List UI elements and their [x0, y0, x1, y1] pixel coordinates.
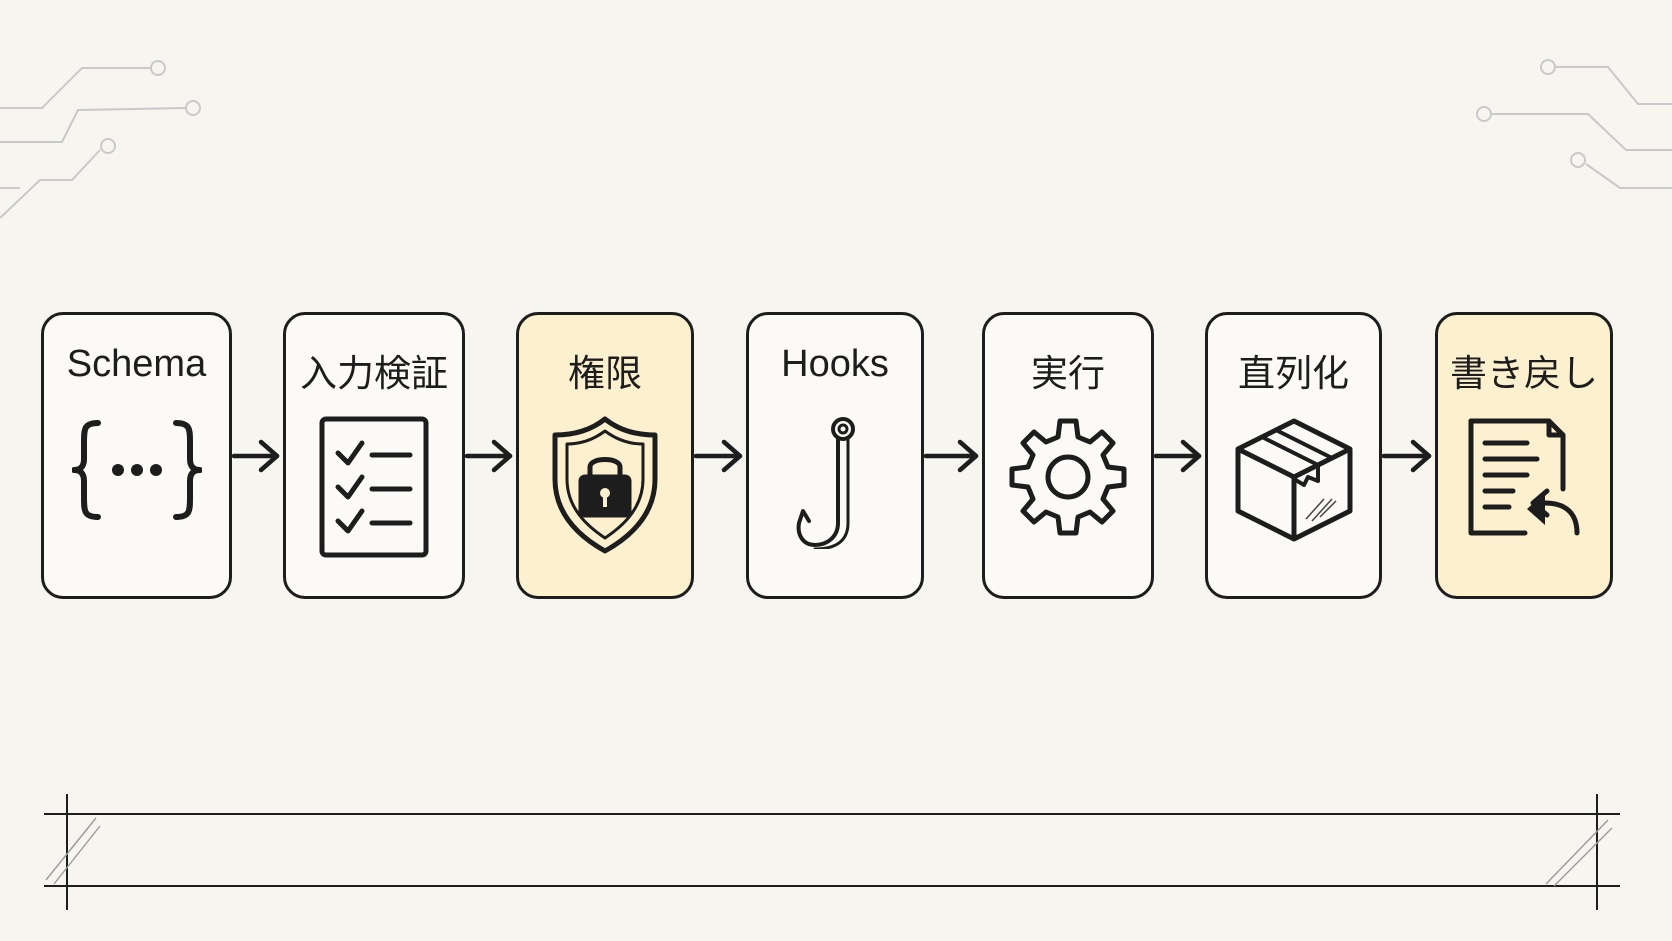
stage-permission: 権限 [516, 312, 694, 599]
flow-arrow [694, 439, 743, 473]
stage-label-validation: 入力検証 [300, 352, 448, 395]
box-icon [1232, 415, 1356, 549]
stage-label-writeback: 書き戻し [1450, 352, 1598, 395]
stage-label-serialize: 直列化 [1238, 352, 1349, 395]
stage-label-execution: 実行 [1031, 352, 1105, 395]
timeline-bar [44, 794, 1620, 910]
stage-validation: 入力検証 [283, 312, 465, 599]
gear-icon [1006, 415, 1130, 543]
stage-label-permission: 権限 [568, 352, 642, 395]
checklist-icon [318, 415, 430, 563]
hook-icon [795, 415, 875, 553]
braces-icon [70, 415, 203, 529]
flow-arrow [232, 439, 280, 473]
stage-schema: Schema [41, 312, 232, 599]
stage-serialize: 直列化 [1205, 312, 1382, 599]
stage-hooks: Hooks [746, 312, 924, 599]
stage-execution: 実行 [982, 312, 1154, 599]
flow-arrow [1154, 439, 1202, 473]
shield-lock-icon [550, 415, 660, 559]
flow-arrow [924, 439, 979, 473]
stage-writeback: 書き戻し [1435, 312, 1613, 599]
flow-arrow [1382, 439, 1432, 473]
flow-arrow [465, 439, 513, 473]
document-return-icon [1465, 415, 1583, 547]
stage-label-hooks: Hooks [781, 343, 889, 385]
stage-label-schema: Schema [66, 343, 207, 385]
